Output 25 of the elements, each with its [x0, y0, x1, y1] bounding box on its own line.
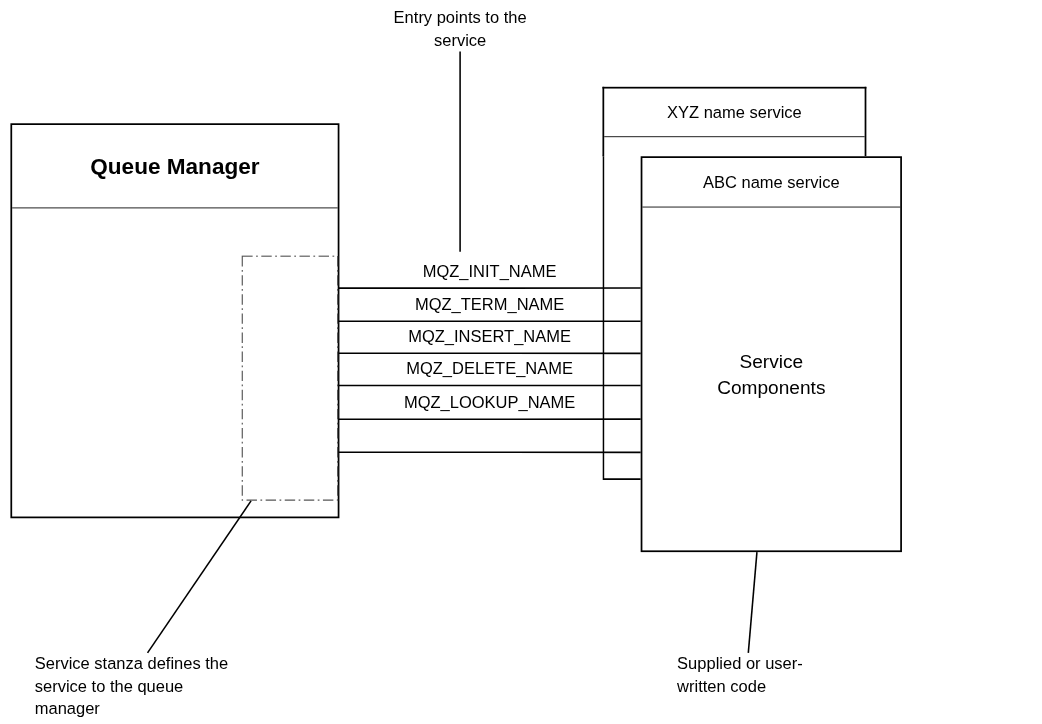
callout-text: Service stanza defines the service to the queue manager [34, 652, 235, 720]
edge-label: MQZ_LOOKUP_NAME [402, 392, 577, 414]
interface-line [337, 320, 642, 323]
panel-box [602, 86, 867, 157]
leader-line [459, 50, 461, 253]
stanza-outline [241, 255, 339, 501]
edge-label: MQZ_TERM_NAME [413, 294, 566, 316]
interface-line [337, 418, 642, 421]
edge-label: MQZ_INSERT_NAME [407, 326, 572, 348]
interface-line [146, 500, 252, 654]
interface-line [337, 451, 642, 454]
callout-text: Supplied or user-written code [677, 652, 851, 698]
panel-heading: Queue Manager [90, 151, 260, 181]
interface-line [337, 352, 642, 355]
body-text: Service Components [716, 349, 827, 401]
interface-line [337, 287, 642, 289]
interface-line [747, 551, 758, 654]
callout-text: Entry points to the service [373, 6, 547, 52]
edge-label: MQZ_INIT_NAME [421, 261, 558, 283]
interface-line [337, 384, 642, 387]
edge-label: MQZ_DELETE_NAME [405, 358, 574, 380]
panel-box [640, 156, 902, 553]
panel-box [10, 123, 340, 519]
panel-title: ABC name service [703, 171, 840, 194]
panel-title: XYZ name service [667, 102, 802, 124]
